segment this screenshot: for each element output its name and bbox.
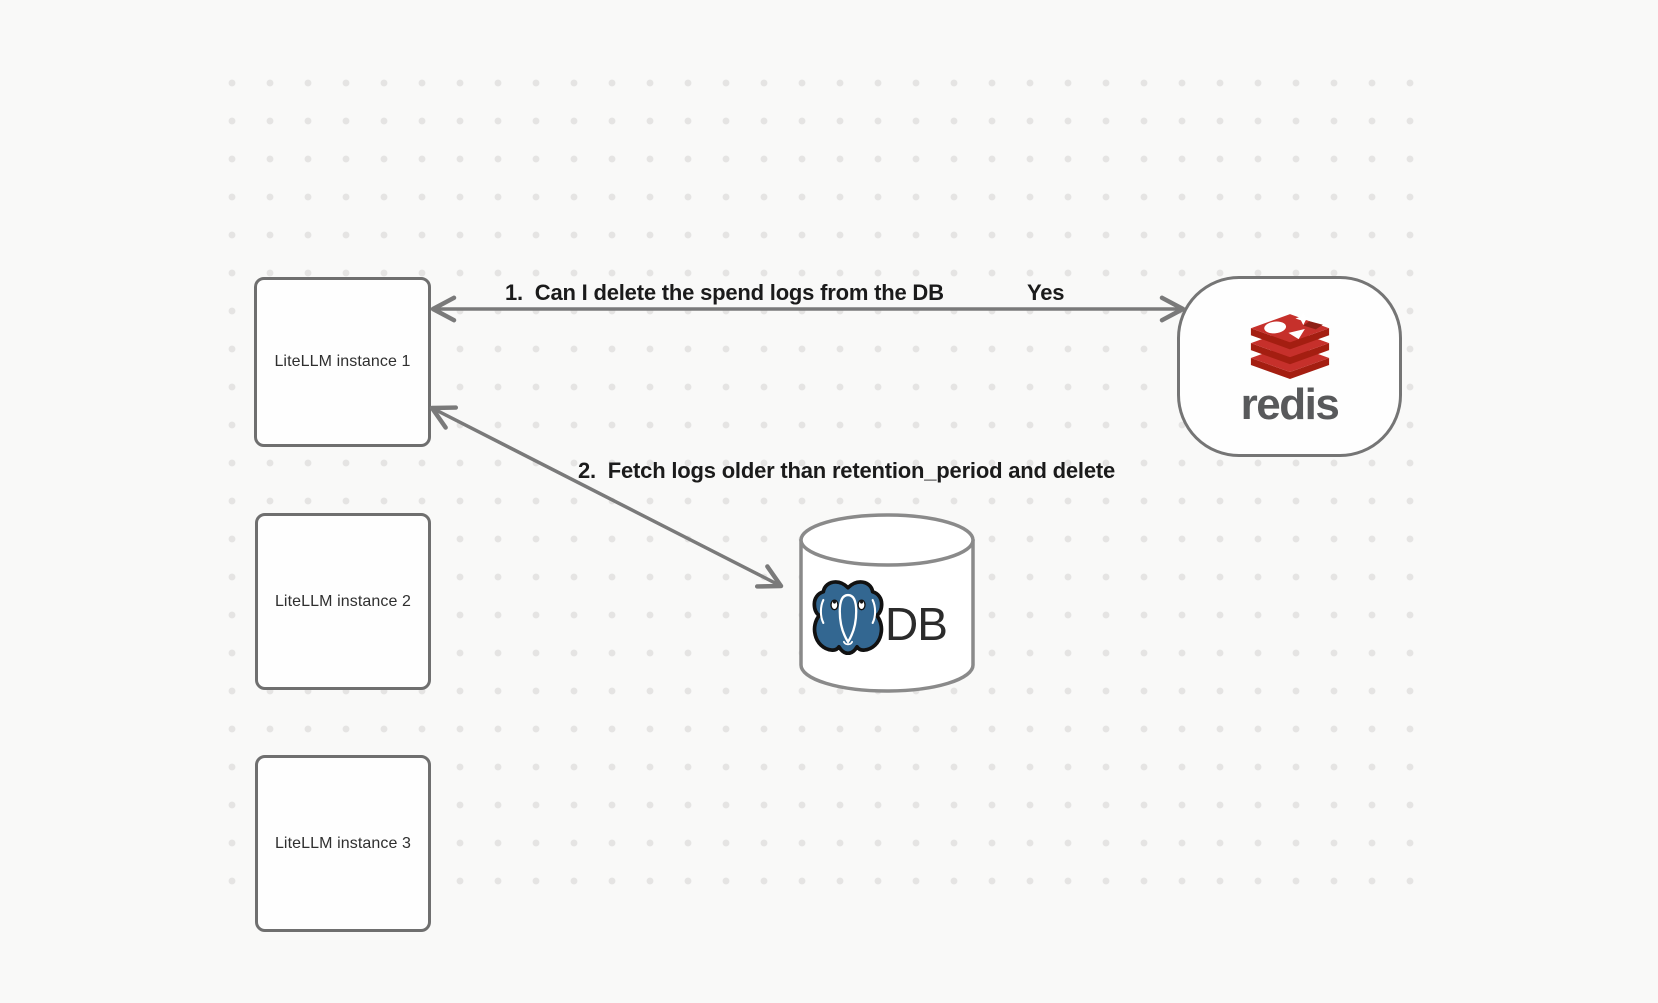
redis-logo-icon bbox=[1250, 311, 1329, 380]
litellm-instance-1-node[interactable]: LiteLLM instance 1 bbox=[254, 277, 431, 447]
postgres-db-node[interactable]: DB bbox=[799, 513, 975, 694]
arrow-1-answer-label[interactable]: Yes bbox=[1027, 280, 1065, 305]
db-label: DB bbox=[885, 598, 948, 650]
litellm-instance-3-label: LiteLLM instance 3 bbox=[274, 834, 412, 852]
redis-wordmark: redis bbox=[1240, 380, 1340, 429]
arrow-1-label[interactable]: 1. Can I delete the spend logs from the … bbox=[505, 280, 944, 305]
litellm-instance-2-label: LiteLLM instance 2 bbox=[274, 592, 412, 610]
redis-node[interactable]: redis bbox=[1177, 276, 1402, 457]
litellm-instance-1-label: LiteLLM instance 1 bbox=[274, 353, 411, 370]
litellm-instance-2-node[interactable]: LiteLLM instance 2 bbox=[255, 513, 431, 690]
postgresql-elephant-icon bbox=[812, 580, 884, 655]
arrow-litellm-db[interactable] bbox=[429, 405, 784, 589]
arrow-2-label[interactable]: 2. Fetch logs older than retention_perio… bbox=[578, 458, 1116, 483]
litellm-instance-3-node[interactable]: LiteLLM instance 3 bbox=[255, 755, 431, 932]
